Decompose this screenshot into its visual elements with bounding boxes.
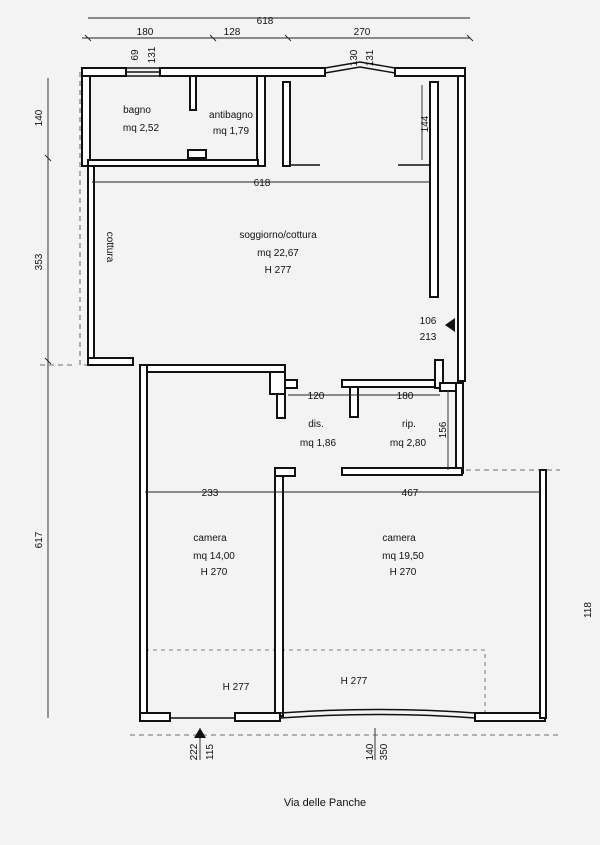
dim-233: 233 (202, 488, 219, 499)
dim-left-617: 617 (34, 531, 45, 548)
section-markers (194, 318, 455, 738)
dim-left-353: 353 (34, 253, 45, 270)
room-camera1-area: mq 14,00 (193, 551, 235, 562)
room-rip-name: rip. (402, 419, 416, 430)
section-arrow-bottom (194, 728, 206, 738)
room-bagno-area: mq 2,52 (123, 123, 160, 134)
dim-467: 467 (402, 488, 419, 499)
dim-side-118: 118 (583, 602, 594, 618)
room-cottura-label: cottura (104, 232, 115, 263)
section-arrow-right (445, 318, 455, 332)
dim-131-b: 131 (365, 49, 376, 66)
room-soggiorno-area: mq 22,67 (257, 248, 299, 259)
loft1-height: H 277 (223, 682, 250, 693)
room-dis-name: dis. (308, 419, 324, 430)
dimension-lines (44, 17, 540, 760)
dim-top-total: 618 (257, 16, 274, 27)
dim-144: 144 (420, 115, 431, 132)
dim-inner-618: 618 (254, 178, 271, 189)
loft2-height: H 277 (341, 676, 368, 687)
dim-213: 213 (420, 332, 437, 343)
boundary-lines (40, 72, 560, 736)
dim-120: 120 (308, 391, 325, 402)
room-camera2-name: camera (382, 533, 416, 544)
walls (81, 67, 547, 722)
dim-222: 222 (189, 743, 200, 760)
dim-115: 115 (205, 744, 216, 760)
dim-130: 130 (349, 49, 360, 66)
room-soggiorno-name: soggiorno/cottura (239, 230, 317, 241)
street-name: Via delle Panche (284, 797, 366, 809)
dimension-labels: 618 180 128 270 69 131 130 131 140 353 6… (34, 16, 594, 760)
room-antibagno-area: mq 1,79 (213, 126, 250, 137)
room-bagno-name: bagno (123, 105, 151, 116)
dim-128: 128 (224, 27, 241, 38)
dim-106: 106 (420, 316, 437, 327)
dim-180: 180 (137, 27, 154, 38)
room-rip-area: mq 2,80 (390, 438, 427, 449)
room-labels: bagno mq 2,52 antibagno mq 1,79 soggiorn… (104, 105, 427, 693)
dim-156: 156 (438, 421, 449, 438)
room-dis-area: mq 1,86 (300, 438, 337, 449)
room-camera1-height: H 270 (201, 567, 228, 578)
room-antibagno-name: antibagno (209, 110, 253, 121)
dim-left-140: 140 (34, 109, 45, 126)
dim-131-a: 131 (147, 46, 158, 63)
fixtures (93, 61, 476, 719)
room-camera1-name: camera (193, 533, 227, 544)
dim-140-bottom: 140 (365, 743, 376, 760)
dim-350: 350 (379, 743, 390, 760)
dim-69: 69 (130, 49, 141, 61)
room-camera2-area: mq 19,50 (382, 551, 424, 562)
dim-180-rip: 180 (397, 391, 414, 402)
dim-270: 270 (354, 27, 371, 38)
room-camera2-height: H 270 (390, 567, 417, 578)
room-soggiorno-height: H 277 (265, 265, 292, 276)
